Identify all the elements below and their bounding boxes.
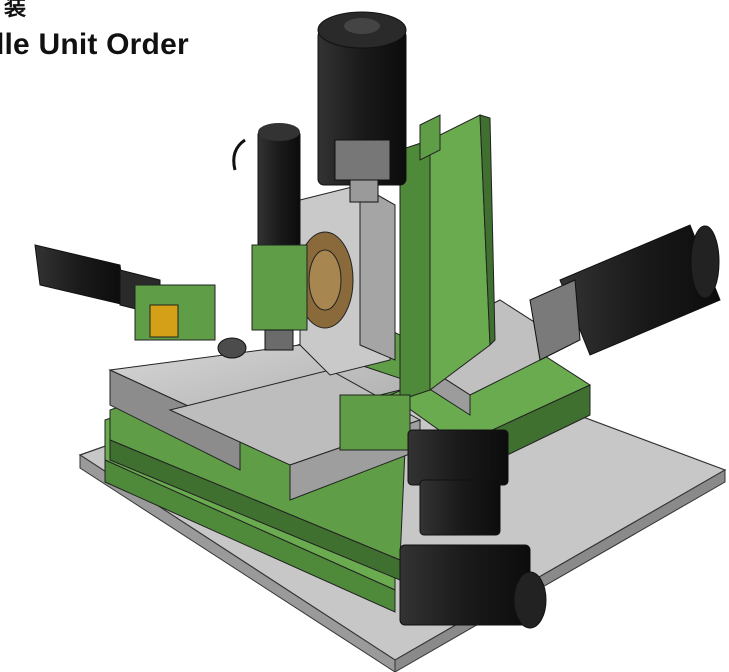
top-spindle-motor: [317, 11, 407, 203]
right-servo-motor: [529, 224, 721, 361]
front-spindle-motors: [339, 394, 547, 629]
title-chinese-fragment: 装: [4, 0, 27, 21]
angled-spindle-motor: [232, 123, 308, 351]
vertical-slide-plate: [296, 184, 396, 376]
title-english: dle Unit Order: [0, 28, 189, 61]
left-spindle-motor: [34, 244, 247, 359]
